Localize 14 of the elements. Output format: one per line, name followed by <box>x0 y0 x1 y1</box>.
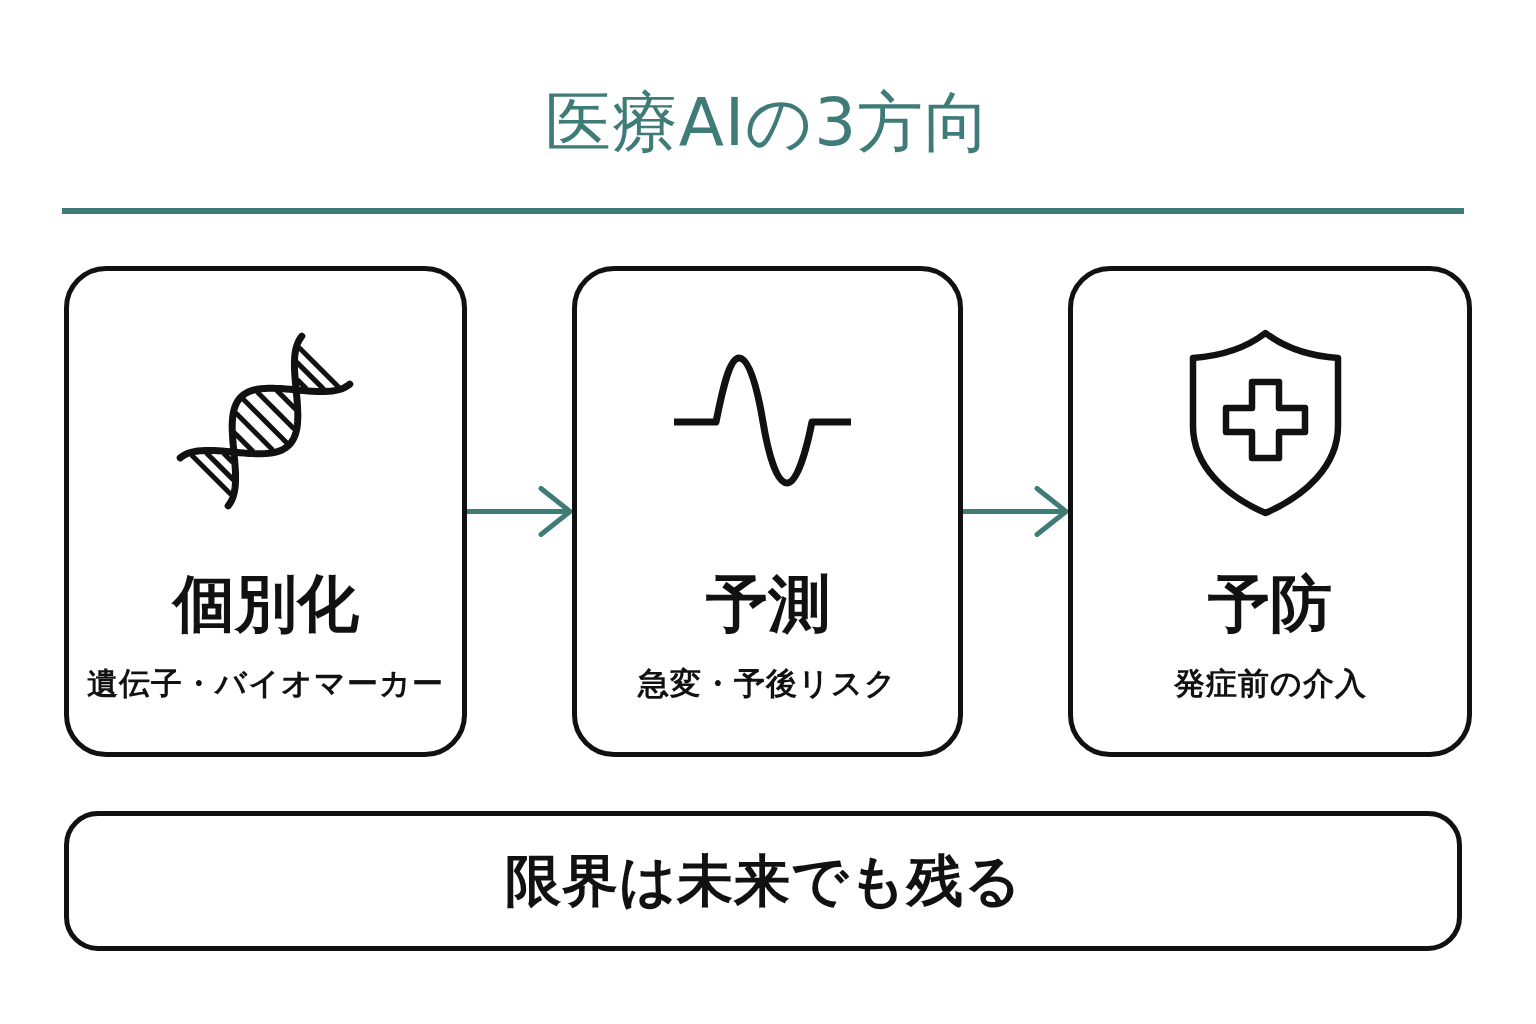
card-heading: 個別化 <box>172 568 359 640</box>
card-subtitle: 発症前の介入 <box>1173 664 1367 702</box>
card-subtitle: 遺伝子・バイオマーカー <box>87 664 444 702</box>
card-heading: 予測 <box>705 568 830 640</box>
note-banner <box>64 811 1462 951</box>
card-heading: 予防 <box>1208 568 1332 640</box>
banner-text: 限界は未来でも残る <box>504 848 1022 914</box>
card-subtitle: 急変・予後リスク <box>638 664 897 702</box>
title: 医療AIの3方向 <box>543 83 993 163</box>
arrow <box>467 486 573 537</box>
process-card <box>64 266 467 757</box>
process-card <box>1068 266 1472 757</box>
arrow <box>963 486 1069 537</box>
process-card <box>572 266 963 757</box>
